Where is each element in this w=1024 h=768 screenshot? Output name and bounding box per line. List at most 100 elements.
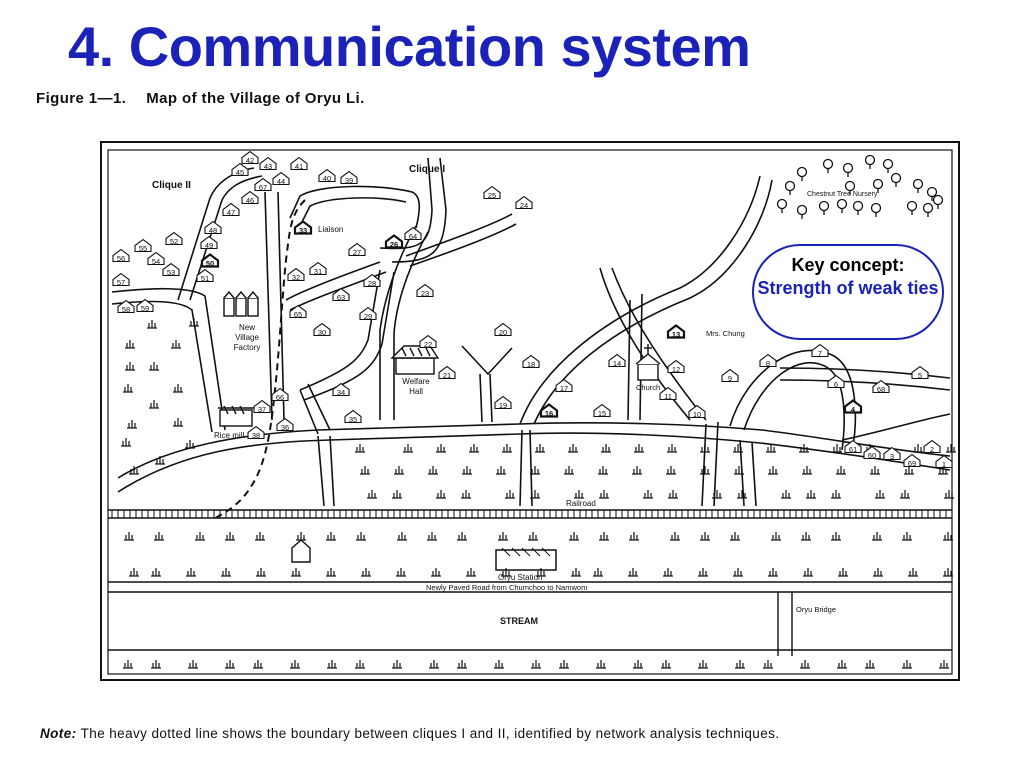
house-marker: 29 bbox=[359, 306, 377, 321]
house-number: 29 bbox=[364, 312, 372, 321]
house-number: 67 bbox=[259, 183, 267, 192]
house-marker: 18 bbox=[522, 354, 540, 369]
house-number: 30 bbox=[318, 328, 326, 337]
house-number: 55 bbox=[139, 244, 147, 253]
house-number: 46 bbox=[246, 196, 254, 205]
house-number: 10 bbox=[693, 410, 701, 419]
house-number: 45 bbox=[236, 168, 244, 177]
house-number: 1 bbox=[942, 460, 946, 469]
house-marker: 12 bbox=[667, 359, 685, 374]
house-marker: 57 bbox=[112, 272, 130, 287]
house-number: 25 bbox=[488, 191, 496, 200]
station-roof-hatch bbox=[501, 547, 551, 557]
house-number: 5 bbox=[918, 371, 922, 380]
bridge-label: Oryu Bridge bbox=[796, 605, 836, 614]
house-number: 61 bbox=[849, 445, 857, 454]
house-marker: 47 bbox=[222, 202, 240, 217]
house-number: 36 bbox=[281, 423, 289, 432]
slide-title: 4. Communication system bbox=[68, 15, 751, 78]
house-marker: 7 bbox=[811, 343, 829, 358]
house-number: 49 bbox=[205, 241, 213, 250]
house-number: 3 bbox=[890, 452, 894, 461]
key-concept-value: Strength of weak ties bbox=[757, 277, 939, 298]
house-marker: 5 bbox=[911, 365, 929, 380]
chestnut-nursery-label: Chestnut Tree Nursery bbox=[807, 191, 878, 198]
house-marker: 64 bbox=[404, 226, 422, 241]
house-number: 13 bbox=[672, 330, 680, 339]
house-number: 38 bbox=[252, 431, 260, 440]
house-marker: 23 bbox=[416, 283, 434, 298]
key-concept-callout: Key concept: Strength of weak ties bbox=[752, 244, 944, 340]
figure-note: Note: The heavy dotted line shows the bo… bbox=[40, 726, 779, 741]
house-marker: 25 bbox=[483, 185, 501, 200]
house-number: 54 bbox=[152, 257, 160, 266]
house-number: 31 bbox=[314, 267, 322, 276]
house-number: 65 bbox=[294, 310, 302, 319]
house-number: 23 bbox=[421, 289, 429, 298]
house-number: 50 bbox=[206, 259, 214, 268]
house-marker: 28 bbox=[363, 273, 381, 288]
station-building bbox=[495, 549, 557, 571]
house-number: 18 bbox=[527, 360, 535, 369]
clique-1-label: Clique I bbox=[409, 164, 445, 175]
house-marker: 40 bbox=[318, 168, 336, 183]
welfare-hall-building bbox=[390, 345, 440, 375]
house-number: 22 bbox=[424, 340, 432, 349]
liaison-label: Liaison bbox=[318, 225, 343, 234]
figure-number: Figure 1—1. bbox=[36, 90, 127, 107]
house-number: 44 bbox=[277, 177, 285, 186]
figure-title: Map of the Village of Oryu Li. bbox=[146, 90, 365, 107]
house-marker: 14 bbox=[608, 353, 626, 368]
house-number: 41 bbox=[295, 162, 303, 171]
house-number: 2 bbox=[930, 445, 934, 454]
house-marker: 44 bbox=[272, 171, 290, 186]
house-marker: 4 bbox=[843, 399, 863, 414]
house-marker: 61 bbox=[844, 439, 862, 454]
house-marker: 36 bbox=[276, 417, 294, 432]
house-marker: 38 bbox=[247, 425, 265, 440]
house-marker: 51 bbox=[196, 268, 214, 283]
house-number: 58 bbox=[122, 305, 130, 314]
house-marker: 9 bbox=[721, 368, 739, 383]
welfare-label-2: Hall bbox=[409, 387, 423, 396]
house-marker: 16 bbox=[539, 403, 559, 418]
paved-road-label: Newly Paved Road from Chumchoo to Namwom bbox=[426, 583, 587, 592]
house-marker: 22 bbox=[419, 334, 437, 349]
house-marker: 2 bbox=[923, 439, 941, 454]
map-frame bbox=[100, 141, 960, 681]
house-number: 14 bbox=[613, 359, 621, 368]
house-marker: 56 bbox=[112, 248, 130, 263]
rice-mill-building bbox=[218, 405, 254, 427]
factory-label-3: Factory bbox=[234, 343, 261, 352]
house-number: 47 bbox=[227, 208, 235, 217]
factory-building bbox=[223, 290, 259, 317]
house-number: 32 bbox=[292, 273, 300, 282]
house-marker: 13 bbox=[666, 324, 686, 339]
house-number: 39 bbox=[345, 176, 353, 185]
welfare-label-1: Welfare bbox=[402, 377, 430, 386]
house-marker: 66 bbox=[271, 387, 289, 402]
house-marker: 65 bbox=[289, 304, 307, 319]
house-marker: 31 bbox=[309, 261, 327, 276]
house-number: 16 bbox=[545, 409, 553, 418]
house-marker: 49 bbox=[200, 235, 218, 250]
house-marker: 69 bbox=[903, 453, 921, 468]
house-number: 26 bbox=[390, 240, 398, 249]
house-marker: 27 bbox=[348, 242, 366, 257]
house-number: 8 bbox=[766, 359, 770, 368]
house-marker: 3 bbox=[883, 446, 901, 461]
house-marker: 59 bbox=[136, 298, 154, 313]
house-marker: 58 bbox=[117, 299, 135, 314]
house-marker: 10 bbox=[688, 404, 706, 419]
house-marker: 45 bbox=[231, 162, 249, 177]
church-icon bbox=[635, 344, 661, 381]
house-number: 35 bbox=[349, 415, 357, 424]
house-marker: 54 bbox=[147, 251, 165, 266]
house-marker: 15 bbox=[593, 403, 611, 418]
house-number: 48 bbox=[209, 226, 217, 235]
railroad-track bbox=[108, 509, 952, 519]
house-number: 40 bbox=[323, 174, 331, 183]
house-marker: 33 bbox=[293, 220, 313, 235]
house-marker: 42 bbox=[241, 150, 259, 165]
